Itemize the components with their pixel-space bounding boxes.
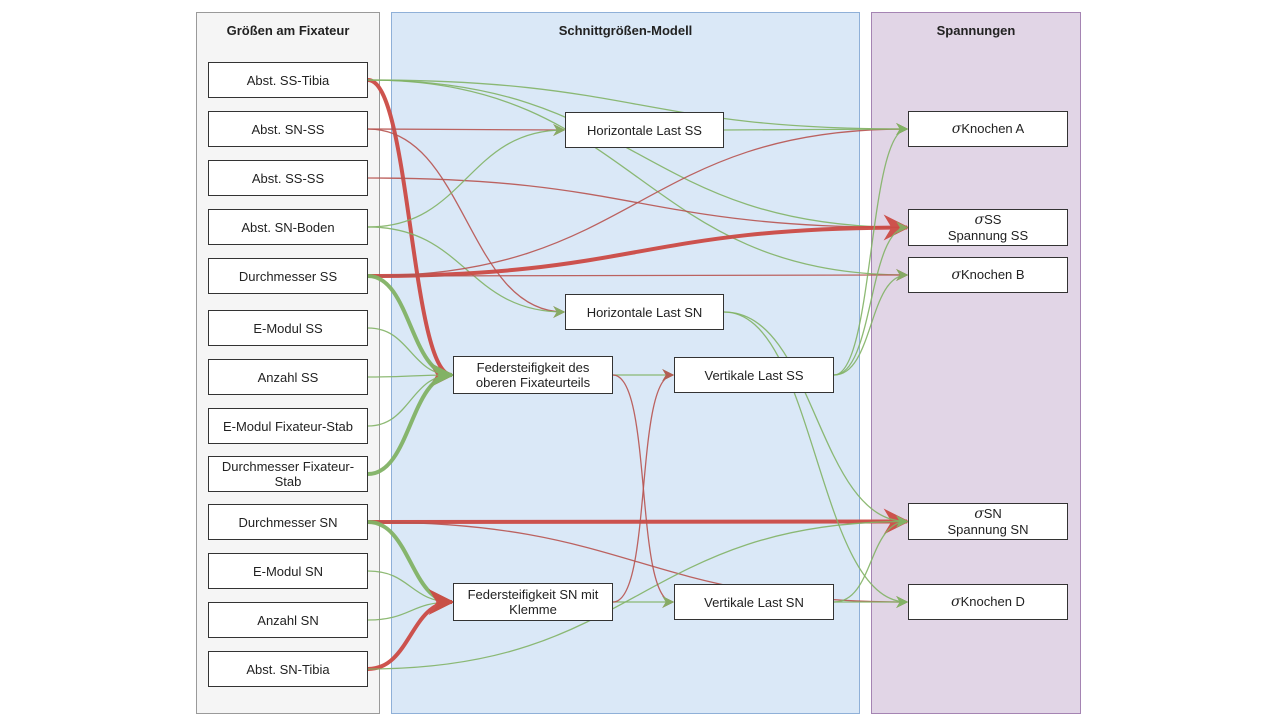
- node-label: Knochen B: [960, 267, 1025, 282]
- node-label: Knochen D: [960, 594, 1025, 609]
- node-abst-ss-tibia[interactable]: Abst. SS-Tibia: [208, 62, 368, 98]
- node-horizontale-last-sn[interactable]: Horizontale Last SN: [565, 294, 724, 330]
- sigma-icon: σ: [974, 506, 984, 522]
- node-durchmesser-ss[interactable]: Durchmesser SS: [208, 258, 368, 294]
- node-label: Anzahl SN: [257, 612, 319, 628]
- node-label: Vertikale Last SS: [704, 367, 804, 383]
- lane-title-stress: Spannungen: [936, 23, 1016, 38]
- node-label: Abst. SN-Tibia: [246, 661, 330, 677]
- node-label: Horizontale Last SN: [586, 304, 703, 320]
- node-label: E-Modul SS: [253, 320, 323, 336]
- node-emodul-ss[interactable]: E-Modul SS: [208, 310, 368, 346]
- node-abst-sn-tibia[interactable]: Abst. SN-Tibia: [208, 651, 368, 687]
- node-label: Anzahl SS: [257, 369, 319, 385]
- node-label: SN: [983, 506, 1002, 521]
- lane-title-model: Schnittgrößen-Modell: [558, 23, 693, 38]
- node-label: Durchmesser Fixateur-Stab: [221, 459, 355, 489]
- node-abst-ss-ss[interactable]: Abst. SS-SS: [208, 160, 368, 196]
- node-abst-sn-boden[interactable]: Abst. SN-Boden: [208, 209, 368, 245]
- sigma-icon: σ: [951, 267, 961, 283]
- node-anzahl-sn[interactable]: Anzahl SN: [208, 602, 368, 638]
- node-label: Abst. SS-SS: [251, 170, 325, 186]
- lane-title-inputs: Größen am Fixateur: [226, 23, 350, 38]
- node-durchmesser-sn[interactable]: Durchmesser SN: [208, 504, 368, 540]
- node-label: E-Modul Fixateur-Stab: [222, 418, 354, 434]
- node-abst-sn-ss[interactable]: Abst. SN-SS: [208, 111, 368, 147]
- node-label: Abst. SN-SS: [251, 121, 325, 137]
- node-label: Abst. SN-Boden: [241, 219, 335, 235]
- node-federsteifigkeit-oben[interactable]: Federsteifigkeit des oberen Fixateurteil…: [453, 356, 613, 394]
- node-vertikale-last-sn[interactable]: Vertikale Last SN: [674, 584, 834, 620]
- node-label: E-Modul SN: [252, 563, 324, 579]
- sigma-icon: σ: [951, 121, 962, 137]
- node-federsteifigkeit-sn[interactable]: Federsteifigkeit SN mit Klemme: [453, 583, 613, 621]
- node-durchmesser-stab[interactable]: Durchmesser Fixateur-Stab: [208, 456, 368, 492]
- sigma-icon: σ: [974, 212, 985, 228]
- node-horizontale-last-ss[interactable]: Horizontale Last SS: [565, 112, 724, 148]
- node-label: Vertikale Last SN: [704, 594, 804, 610]
- node-emodul-stab[interactable]: E-Modul Fixateur-Stab: [208, 408, 368, 444]
- node-label: Federsteifigkeit SN mit Klemme: [467, 587, 599, 617]
- node-vertikale-last-ss[interactable]: Vertikale Last SS: [674, 357, 834, 393]
- sigma-icon: σ: [951, 594, 961, 610]
- node-emodul-sn[interactable]: E-Modul SN: [208, 553, 368, 589]
- node-label: Knochen A: [961, 121, 1025, 136]
- node-label: Durchmesser SS: [238, 268, 338, 284]
- node-label: Horizontale Last SS: [587, 122, 702, 138]
- node-sublabel: Spannung SN: [947, 522, 1029, 537]
- node-label: Federsteifigkeit des oberen Fixateurteil…: [475, 360, 591, 390]
- node-label: Durchmesser SN: [238, 514, 338, 530]
- node-label: SS: [984, 212, 1002, 227]
- node-sublabel: Spannung SS: [947, 228, 1029, 243]
- node-anzahl-ss[interactable]: Anzahl SS: [208, 359, 368, 395]
- node-label: Abst. SS-Tibia: [246, 72, 330, 88]
